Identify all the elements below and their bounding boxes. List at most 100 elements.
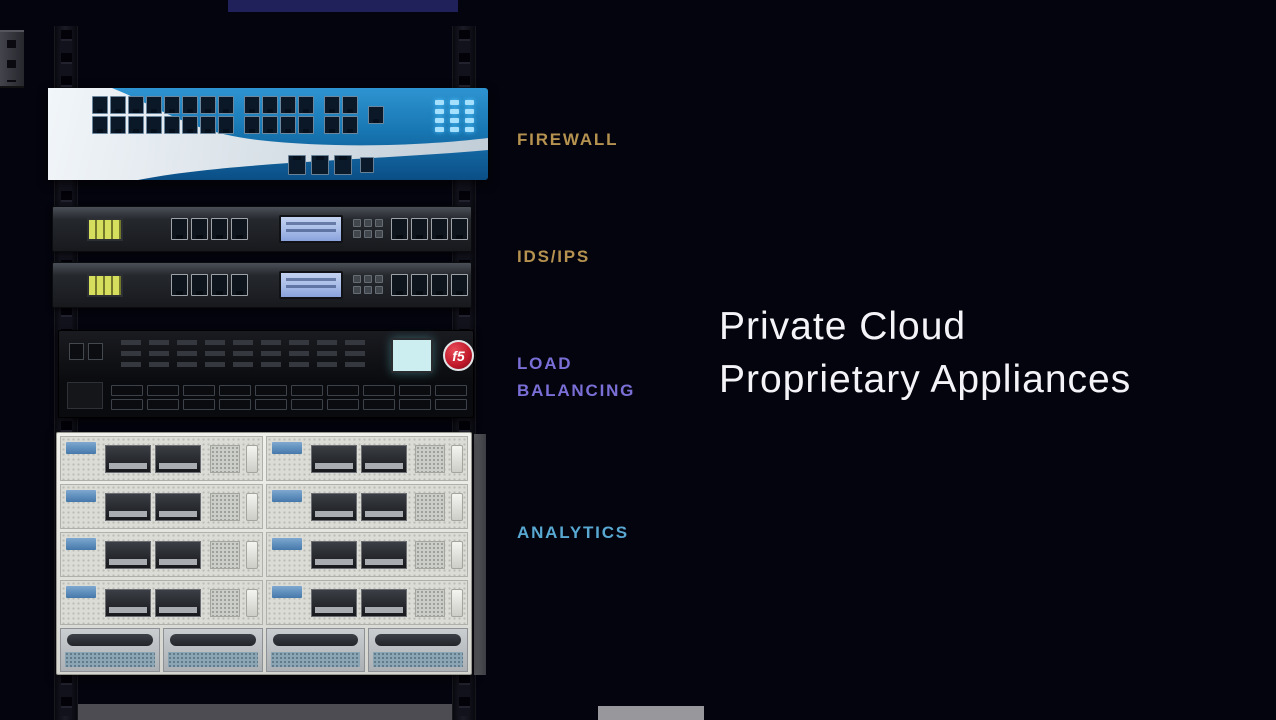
sfp-port bbox=[183, 385, 215, 396]
label-firewall: FIREWALL bbox=[517, 130, 619, 149]
blade-server bbox=[265, 580, 468, 625]
ethernet-port bbox=[191, 274, 208, 296]
sfp-port bbox=[219, 399, 251, 410]
sfp-port bbox=[183, 399, 215, 410]
management-port bbox=[368, 106, 384, 124]
rack-top-bar bbox=[228, 0, 458, 12]
ethernet-port-block bbox=[92, 96, 234, 134]
ethernet-port bbox=[244, 96, 260, 114]
blade-vent bbox=[415, 493, 445, 521]
led-indicator-block bbox=[87, 274, 123, 297]
sfp-port bbox=[327, 385, 359, 396]
drive-bay bbox=[310, 445, 357, 473]
floor-strip-center bbox=[598, 706, 704, 720]
blade-id-tag bbox=[66, 442, 96, 454]
ethernet-port bbox=[191, 218, 208, 240]
blade-row bbox=[60, 484, 468, 529]
ethernet-port bbox=[262, 96, 278, 114]
blade-id-tag bbox=[66, 538, 96, 550]
blade-server bbox=[265, 532, 468, 577]
analytics-chassis bbox=[56, 432, 472, 675]
ethernet-port bbox=[431, 274, 448, 296]
console-port bbox=[288, 155, 306, 175]
vent-row bbox=[121, 351, 373, 356]
ethernet-port bbox=[298, 116, 314, 134]
sfp-port bbox=[363, 385, 395, 396]
blade-id-tag bbox=[271, 442, 302, 454]
sfp-port bbox=[111, 385, 143, 396]
blade-server bbox=[60, 532, 263, 577]
drive-bay bbox=[360, 493, 407, 521]
load-balancer-appliance: f5 bbox=[58, 330, 474, 418]
button bbox=[364, 219, 372, 227]
button bbox=[353, 286, 361, 294]
ethernet-port-block bbox=[171, 218, 248, 240]
blade-latch bbox=[451, 493, 463, 521]
power-supply bbox=[162, 628, 263, 672]
sfp-port bbox=[219, 385, 251, 396]
ethernet-port bbox=[280, 116, 296, 134]
status-led bbox=[465, 127, 474, 132]
ethernet-port bbox=[231, 218, 248, 240]
ethernet-port bbox=[262, 116, 278, 134]
drive-bay bbox=[360, 541, 407, 569]
load-balancer-screen bbox=[391, 338, 433, 373]
blade-vent bbox=[209, 493, 240, 521]
vent-row bbox=[121, 340, 373, 345]
ethernet-port bbox=[211, 218, 228, 240]
ethernet-port bbox=[200, 96, 216, 114]
drive-bays bbox=[310, 445, 407, 473]
management-port bbox=[69, 343, 84, 360]
console-port bbox=[334, 155, 352, 175]
firewall-appliance bbox=[48, 88, 488, 180]
button bbox=[375, 286, 383, 294]
power-supply bbox=[368, 628, 468, 672]
ethernet-port bbox=[182, 116, 198, 134]
ethernet-port bbox=[146, 96, 162, 114]
label-load-balancing-line1: LOAD bbox=[517, 354, 573, 373]
button bbox=[364, 275, 372, 283]
power-supply bbox=[60, 628, 160, 672]
ethernet-port bbox=[298, 96, 314, 114]
drive-bay bbox=[155, 541, 201, 569]
power-module bbox=[67, 382, 103, 409]
sfp-port bbox=[327, 399, 359, 410]
f5-logo-text: f5 bbox=[452, 347, 465, 364]
firewall-usb-port bbox=[360, 157, 374, 173]
blade-latch bbox=[245, 445, 258, 473]
status-led bbox=[465, 118, 474, 123]
sfp-port bbox=[255, 385, 287, 396]
slide-title-line2: Proprietary Appliances bbox=[719, 358, 1132, 401]
usb-port bbox=[360, 157, 374, 173]
ethernet-port bbox=[171, 274, 188, 296]
vent-row bbox=[121, 362, 373, 367]
status-led bbox=[450, 127, 459, 132]
drive-bays bbox=[310, 541, 407, 569]
drive-bays bbox=[105, 445, 201, 473]
label-analytics: ANALYTICS bbox=[517, 523, 629, 542]
blade-id-tag bbox=[66, 586, 96, 598]
control-buttons bbox=[353, 275, 383, 294]
sfp-port-row bbox=[111, 385, 467, 410]
sfp-port bbox=[255, 399, 287, 410]
status-led bbox=[435, 118, 444, 123]
management-ports bbox=[69, 343, 103, 360]
ethernet-port bbox=[411, 274, 428, 296]
blade-id-tag bbox=[271, 538, 302, 550]
ethernet-port bbox=[92, 96, 108, 114]
ethernet-port bbox=[164, 96, 180, 114]
button bbox=[364, 286, 372, 294]
ethernet-port bbox=[182, 96, 198, 114]
button bbox=[364, 230, 372, 238]
status-led-array bbox=[435, 100, 474, 132]
sfp-port bbox=[111, 399, 143, 410]
sfp-port bbox=[435, 385, 467, 396]
blade-latch bbox=[245, 493, 258, 521]
blade-server bbox=[60, 580, 263, 625]
drive-bays bbox=[105, 589, 201, 617]
blade-vent bbox=[209, 445, 240, 473]
psu-row bbox=[60, 628, 468, 672]
blade-vent bbox=[415, 445, 445, 473]
status-led bbox=[450, 100, 459, 105]
status-led bbox=[435, 109, 444, 114]
